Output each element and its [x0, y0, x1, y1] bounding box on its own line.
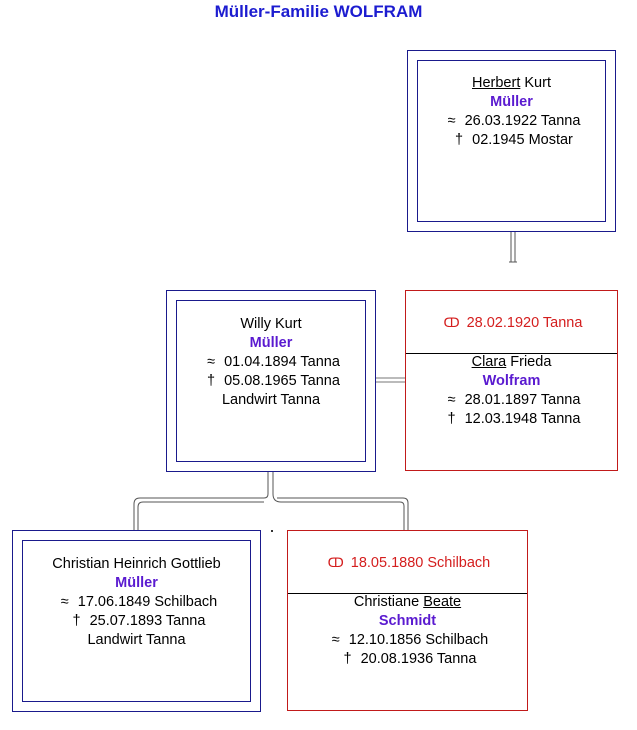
page-title: Müller-Familie WOLFRAM — [214, 2, 423, 21]
person-surname: Müller — [115, 575, 158, 591]
person-box-clara[interactable]: ↀ 28.02.1920 Tanna Clara Frieda Wolfram … — [405, 290, 618, 471]
person-death: † 20.08.1936 Tanna — [288, 650, 527, 669]
person-given-name: Herbert Kurt — [472, 75, 551, 91]
person-surname: Müller — [249, 335, 293, 351]
death-icon: † — [447, 411, 456, 427]
person-occupation: Landwirt Tanna — [221, 392, 321, 408]
person-death: † 02.1945 Mostar — [418, 131, 605, 150]
marriage-info: ↀ 28.02.1920 Tanna — [406, 291, 617, 354]
death-icon: † — [343, 651, 352, 667]
person-given-name: Christiane Beate — [353, 594, 462, 610]
birth-icon: ≈ — [60, 594, 69, 610]
person-box-christiane[interactable]: ↀ 18.05.1880 Schilbach Christiane Beate … — [287, 530, 528, 711]
birth-icon: ≈ — [207, 354, 216, 370]
person-occupation: Landwirt Tanna — [87, 632, 186, 648]
birth-icon: ≈ — [331, 632, 340, 648]
marriage-rings-icon: ↀ — [443, 315, 460, 330]
person-box-inner: Willy Kurt Müller ≈ 01.04.1894 Tanna † 0… — [176, 300, 366, 462]
person-death: † 12.03.1948 Tanna — [406, 410, 617, 429]
death-icon: † — [207, 373, 216, 389]
person-given-name: Christian Heinrich Gottlieb — [52, 556, 221, 572]
person-birth: ≈ 01.04.1894 Tanna — [177, 353, 365, 372]
person-birth: ≈ 28.01.1897 Tanna — [406, 391, 617, 410]
person-box-willy[interactable]: Willy Kurt Müller ≈ 01.04.1894 Tanna † 0… — [166, 290, 376, 472]
person-box-christian[interactable]: Christian Heinrich Gottlieb Müller ≈ 17.… — [12, 530, 261, 712]
person-birth: ≈ 17.06.1849 Schilbach — [23, 593, 250, 612]
person-surname: Müller — [490, 94, 533, 110]
person-box-inner: Herbert Kurt Müller ≈ 26.03.1922 Tanna †… — [417, 60, 606, 222]
person-given-name: Willy Kurt — [240, 316, 302, 332]
death-icon: † — [455, 132, 464, 148]
person-death: † 25.07.1893 Tanna — [23, 612, 250, 631]
person-surname: Schmidt — [378, 613, 437, 629]
person-given-name: Clara Frieda — [471, 354, 552, 370]
marriage-info: ↀ 18.05.1880 Schilbach — [288, 531, 527, 594]
person-death: † 05.08.1965 Tanna — [177, 372, 365, 391]
birth-icon: ≈ — [447, 392, 456, 408]
birth-icon: ≈ — [447, 113, 456, 129]
marriage-rings-icon: ↀ — [327, 555, 344, 570]
person-birth: ≈ 12.10.1856 Schilbach — [288, 631, 527, 650]
person-box-herbert[interactable]: Herbert Kurt Müller ≈ 26.03.1922 Tanna †… — [407, 50, 616, 232]
person-details: Christiane Beate Schmidt ≈ 12.10.1856 Sc… — [288, 593, 527, 669]
person-box-inner: Christian Heinrich Gottlieb Müller ≈ 17.… — [22, 540, 251, 702]
person-surname: Wolfram — [482, 373, 541, 389]
death-icon: † — [72, 613, 81, 629]
person-details: Clara Frieda Wolfram ≈ 28.01.1897 Tanna … — [406, 353, 617, 429]
person-birth: ≈ 26.03.1922 Tanna — [418, 112, 605, 131]
